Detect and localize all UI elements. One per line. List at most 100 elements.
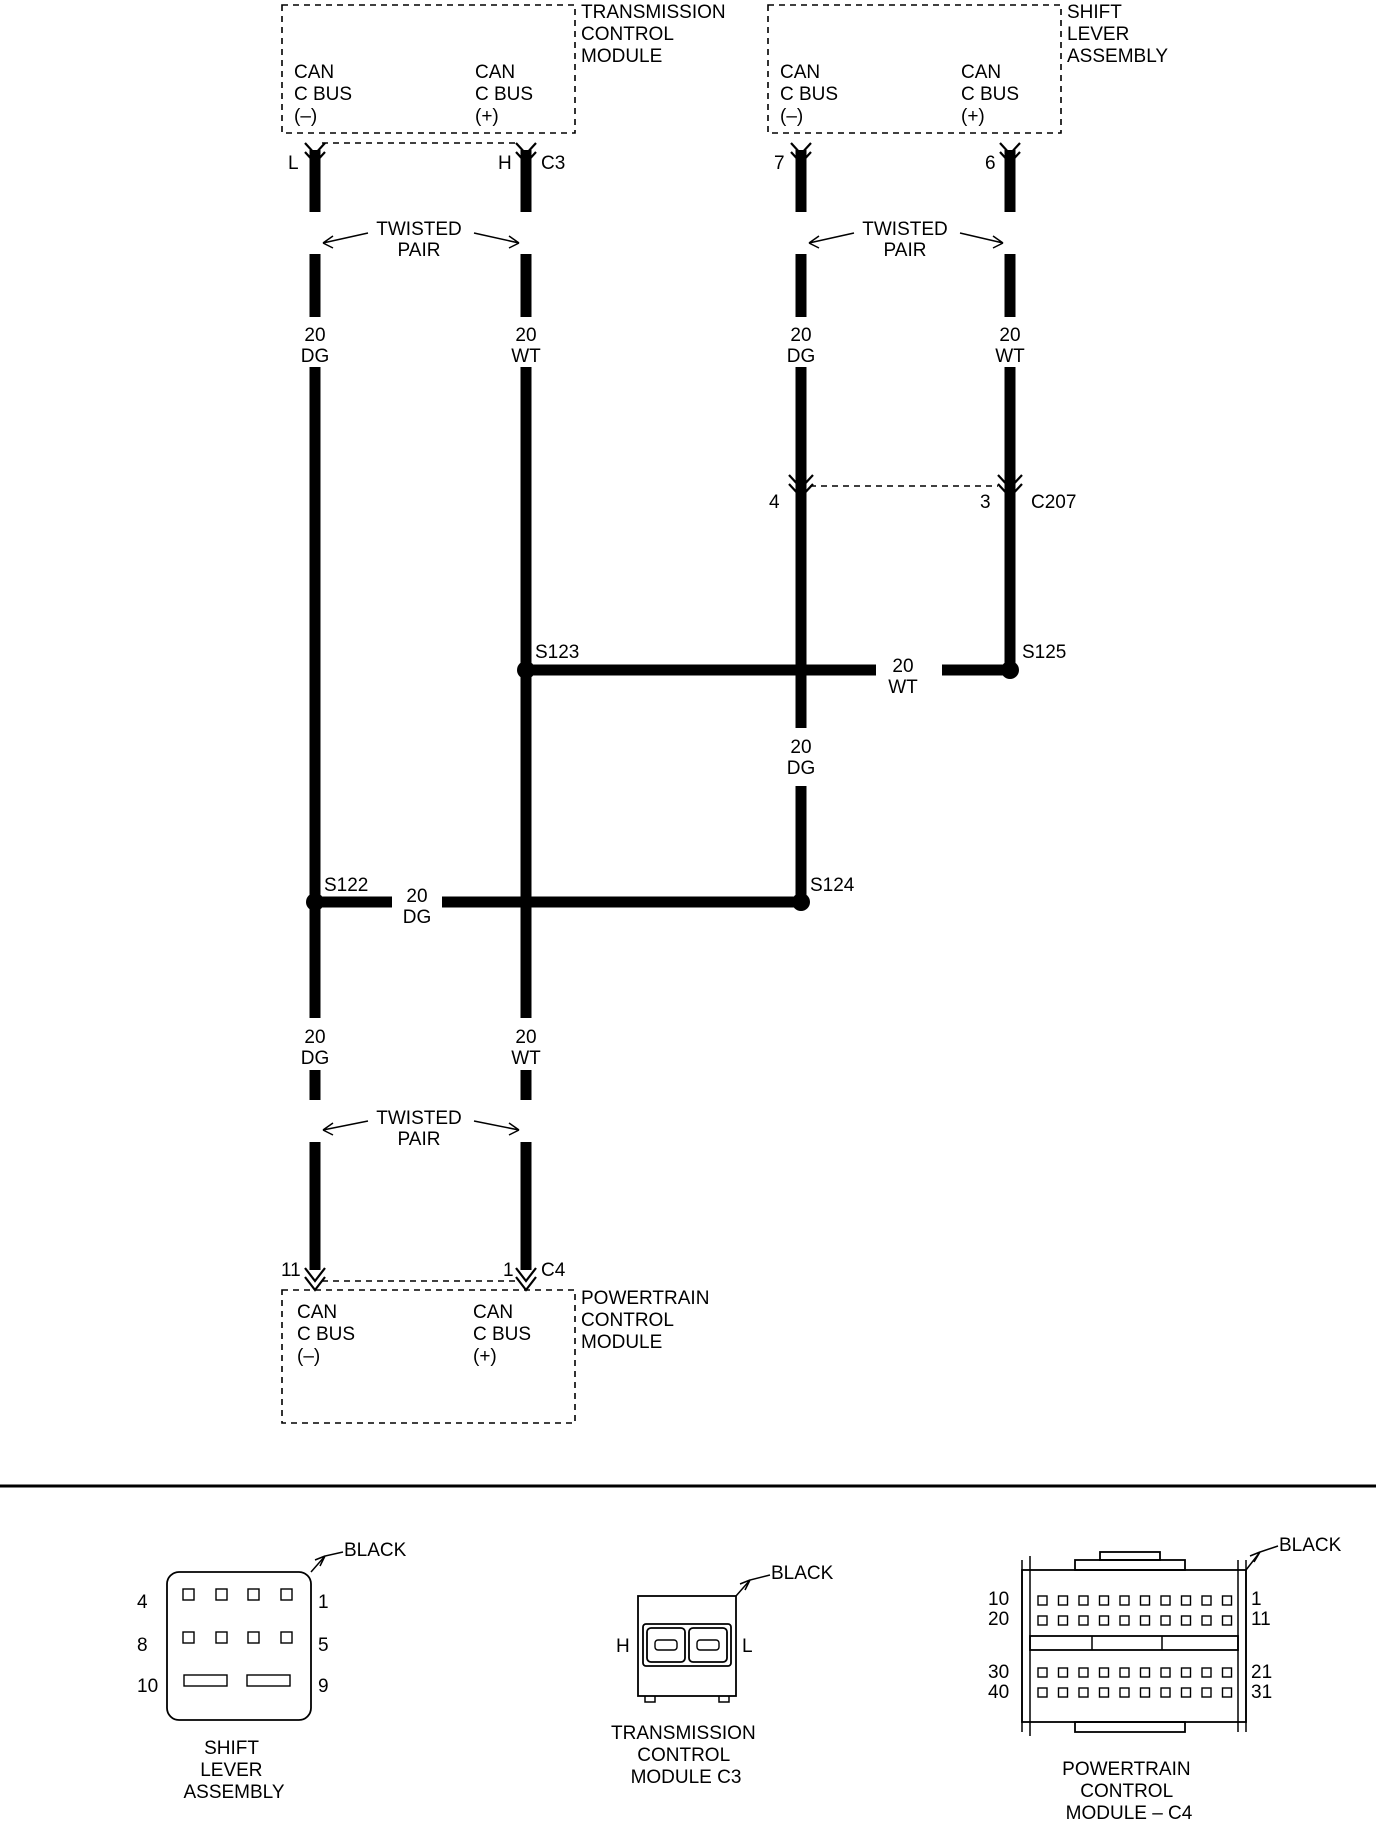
shift-lever-pin-5: 5 xyxy=(318,1635,329,1656)
pcm-pin-11-chevron xyxy=(304,1267,326,1292)
pcm-c4-pin-cell xyxy=(1201,1667,1212,1678)
tcm-box xyxy=(281,4,576,134)
tcm-c3-connector-view: BLACK H L TRANSMISSION CONTROL MODULE C3 xyxy=(611,1563,834,1788)
pcm-c4-pin-cell xyxy=(1078,1595,1089,1606)
pcm-c4-pin-cell xyxy=(1221,1667,1233,1678)
pcm-c4-pin-cell xyxy=(1221,1687,1233,1698)
pcm-c4-pin-cell xyxy=(1037,1687,1048,1698)
pcm-c4-pin-cell xyxy=(1098,1595,1110,1606)
shift-lever-pin-8: 8 xyxy=(137,1635,148,1656)
splice-s125 xyxy=(1001,661,1019,679)
pcm-c4-pin-11: 11 xyxy=(1251,1609,1271,1630)
shift-lever-pins xyxy=(182,1588,293,1687)
twisted-pair-arrows xyxy=(322,232,1004,1136)
tcm-pin-l-chevron xyxy=(304,142,326,165)
c207-id: C207 xyxy=(1031,492,1076,513)
tcm-pin-h-chevron xyxy=(515,142,537,165)
sla-title: SHIFT LEVER ASSEMBLY xyxy=(1067,2,1168,67)
shift-lever-connector-body xyxy=(166,1571,312,1721)
pcm-c4-pin-21: 21 xyxy=(1251,1662,1272,1683)
pcm-c4-pin-cell xyxy=(1160,1615,1171,1626)
pcm-c4-pin-cell xyxy=(1119,1595,1130,1606)
pcm-pin-11: 11 xyxy=(281,1260,301,1281)
pcm-connector-id: C4 xyxy=(541,1260,566,1281)
splice-s123-label: S123 xyxy=(535,642,579,663)
terminal-chevrons xyxy=(304,142,1023,1292)
pcm-c4-pin-cell xyxy=(1201,1687,1212,1698)
pcm-c4-pin-cell xyxy=(1221,1615,1233,1626)
pcm-c4-pins xyxy=(1037,1595,1233,1698)
pcm-c4-pin-1: 1 xyxy=(1251,1589,1262,1610)
sla-pin-6-chevron xyxy=(999,142,1021,165)
pcm-c4-pin-cell xyxy=(1119,1687,1130,1698)
pcm-pin-1: 1 xyxy=(503,1260,514,1281)
tcm-pin-h: H xyxy=(498,153,512,174)
pcm-pin-1-chevron xyxy=(515,1267,537,1292)
pcm-c4-pin-cell xyxy=(1057,1595,1069,1606)
shift-lever-connector-view: BLACK 4 1 8 5 10 9 SHIFT LEVER ASSEMBLY xyxy=(137,1540,407,1803)
pcm-c4-pin-cell xyxy=(1180,1615,1192,1626)
pcm-c4-pin-cell xyxy=(1057,1615,1069,1626)
pcm-c4-pin-40: 40 xyxy=(988,1682,1009,1703)
tcm-c3-connector-body xyxy=(637,1595,737,1697)
shift-lever-pin-4: 4 xyxy=(137,1592,148,1613)
pcm-c4-pin-cell xyxy=(1037,1615,1048,1626)
tcm-c3-caption: TRANSMISSION CONTROL MODULE C3 xyxy=(611,1723,761,1788)
pcm-c4-pin-cell xyxy=(1139,1595,1151,1606)
pcm-c4-pin-cell xyxy=(1160,1595,1171,1606)
pcm-c4-pin-cell xyxy=(1160,1667,1171,1678)
pcm-right-label: CAN C BUS (+) xyxy=(473,1302,536,1367)
shift-lever-assembly-module: CAN C BUS (–) CAN C BUS (+) SHIFT LEVER … xyxy=(767,2,1168,134)
pcm-c4-pin-20: 20 xyxy=(988,1609,1009,1630)
pcm-c4-pin-cell xyxy=(1160,1687,1171,1698)
splices xyxy=(306,661,1019,911)
pcm-c4-pin-cell xyxy=(1078,1615,1089,1626)
powertrain-control-module: CAN C BUS (–) CAN C BUS (+) POWERTRAIN C… xyxy=(281,1288,715,1424)
c207-pin-4: 4 xyxy=(769,492,780,513)
shift-lever-pin-1: 1 xyxy=(318,1592,329,1613)
shift-lever-pin-9: 9 xyxy=(318,1676,329,1697)
pcm-c4-pin-10: 10 xyxy=(988,1589,1009,1610)
pcm-box xyxy=(281,1289,576,1424)
pin-labels: L H C3 7 6 4 3 C207 11 1 C4 S123 S125 S1… xyxy=(281,153,1076,1281)
label-gaps xyxy=(280,212,1035,1142)
splice-s122-label: S122 xyxy=(324,875,368,896)
pcm-c4-pin-cell xyxy=(1037,1595,1048,1606)
pcm-c4-pin-cell xyxy=(1221,1595,1233,1606)
splice-s124-label: S124 xyxy=(810,875,855,896)
pcm-c4-pin-cell xyxy=(1057,1667,1069,1678)
pcm-c4-pin-cell xyxy=(1057,1687,1069,1698)
tcm-c3-color: BLACK xyxy=(771,1563,834,1584)
pcm-left-label: CAN C BUS (–) xyxy=(297,1302,360,1367)
tcm-c3-pin-h: H xyxy=(616,1636,630,1657)
c207-pin-3: 3 xyxy=(980,492,991,513)
splice-s123 xyxy=(517,661,535,679)
sla-pin-6: 6 xyxy=(985,153,996,174)
sla-pin-7-chevron xyxy=(790,142,812,165)
pcm-c4-pin-cell xyxy=(1139,1687,1151,1698)
tcm-c3-pin-l: L xyxy=(742,1636,753,1657)
tcm-connector-id: C3 xyxy=(541,153,565,174)
sla-pin-7: 7 xyxy=(774,153,785,174)
pcm-c4-pin-cell xyxy=(1201,1595,1212,1606)
pcm-c4-color: BLACK xyxy=(1279,1535,1342,1556)
pcm-title: POWERTRAIN CONTROL MODULE xyxy=(581,1288,715,1353)
pcm-c4-pin-cell xyxy=(1180,1667,1192,1678)
pcm-c4-pin-30: 30 xyxy=(988,1662,1009,1683)
tcm-right-label: CAN C BUS (+) xyxy=(475,62,538,127)
sla-right-label: CAN C BUS (+) xyxy=(961,62,1024,127)
splice-s124 xyxy=(792,893,810,911)
splice-s125-label: S125 xyxy=(1022,642,1066,663)
